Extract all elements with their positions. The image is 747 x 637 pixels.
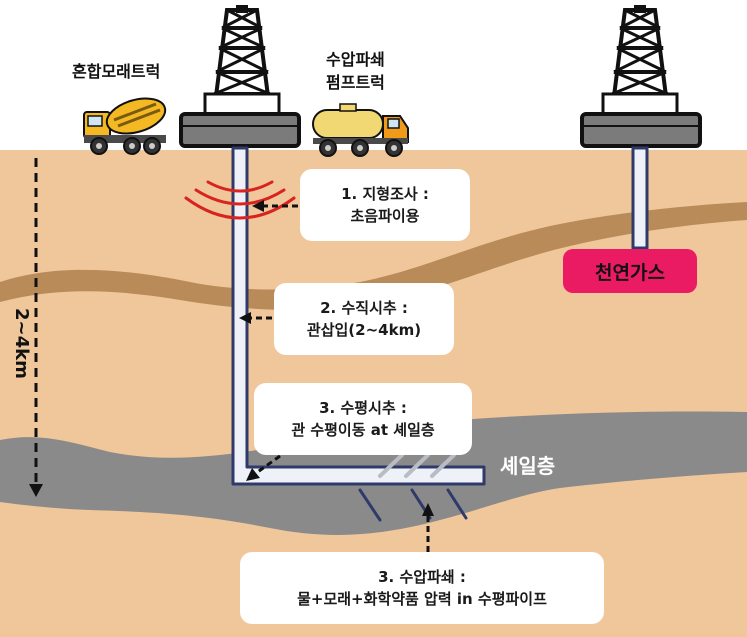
natural-gas-label: 천연가스 [563,249,697,293]
depth-arrow-head [29,484,43,497]
step-horizontal-title: 3. 수평시추 : [319,399,407,417]
pump-truck-icon [312,103,409,157]
clay-band [0,202,747,310]
depth-label: 2~4km [11,308,32,379]
shale-layer-label: 셰일층 [500,454,556,478]
pointer-arrows [248,204,430,552]
step-box-vertical-drilling: 2. 수직시추 : 관삽입(2~4km) [274,283,454,355]
step-box-survey: 1. 지형조사 : 초음파이용 [300,169,470,241]
step-horizontal-detail: 관 수평이동 at 셰일층 [291,421,435,439]
pointer-arrow-heads [239,200,434,516]
mixer-truck-label: 혼합모래트럭 [72,62,161,81]
step-box-hydraulic-fracturing: 3. 수압파쇄 : 물+모래+화학약품 압력 in 수평파이프 [240,552,604,624]
step-survey-title: 1. 지형조사 : [341,185,429,203]
pump-truck-label-line1: 수압파쇄 [326,50,385,69]
step-box-horizontal-drilling: 3. 수평시추 : 관 수평이동 at 셰일층 [254,383,472,455]
drilling-rig-left [179,5,301,148]
fracture-marks-upper [378,453,456,478]
mixer-truck-icon [83,97,167,155]
main-well-pipe [231,146,486,486]
step-survey-detail: 초음파이용 [350,207,420,225]
step-fracturing-title: 3. 수압파쇄 : [378,568,466,586]
pump-truck-label-line2: 펌프트럭 [326,73,385,92]
gas-well-pipe [631,146,649,250]
step-vertical-detail: 관삽입(2~4km) [306,321,422,339]
drilling-rig-right [580,5,702,148]
step-vertical-title: 2. 수직시추 : [320,299,408,317]
step-fracturing-detail: 물+모래+화학약품 압력 in 수평파이프 [297,590,547,608]
